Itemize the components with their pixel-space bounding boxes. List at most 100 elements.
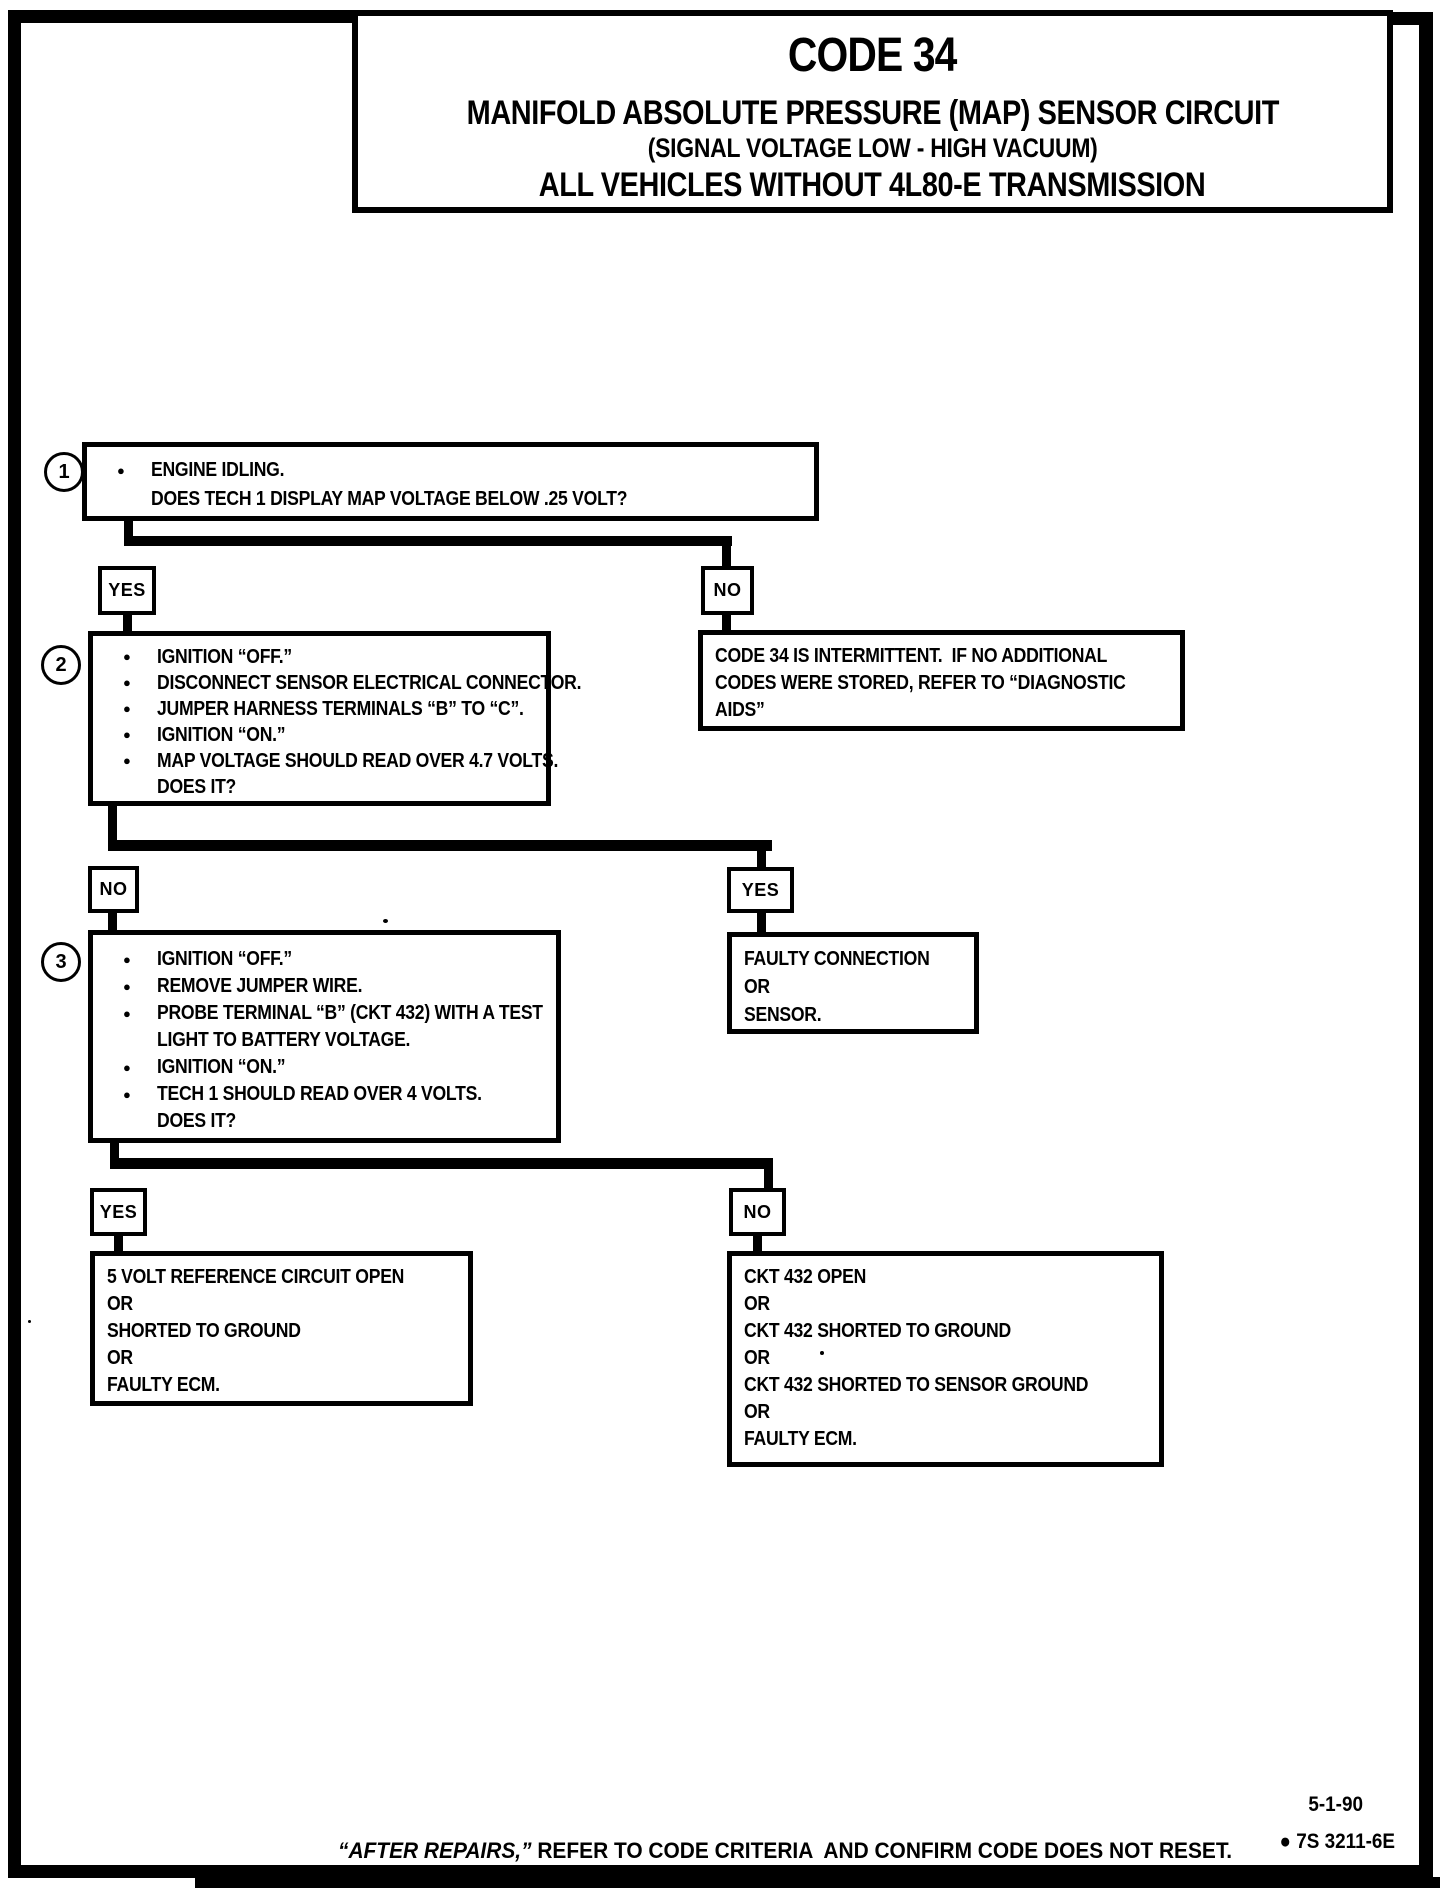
step1-box: ● ENGINE IDLING. DOES TECH 1 DISPLAY MAP … <box>82 442 819 521</box>
connector-line <box>124 536 732 546</box>
step1-number-circle: 1 <box>44 452 84 492</box>
outcome-line: OR <box>744 976 770 998</box>
step3-line: DOES IT? <box>157 1110 237 1132</box>
step2-line: IGNITION “ON.” <box>157 724 286 746</box>
connector-line <box>108 840 772 851</box>
connector-line <box>108 804 117 844</box>
step2-number-circle: 2 <box>41 645 81 685</box>
decision-yes-3: YES <box>90 1188 147 1236</box>
title-code: CODE 34 <box>788 29 957 82</box>
outcome-line: CKT 432 SHORTED TO SENSOR GROUND <box>744 1374 1089 1396</box>
step3-line: IGNITION “ON.” <box>157 1056 286 1078</box>
outcome-line: CODES WERE STORED, REFER TO “DIAGNOSTIC <box>715 672 1126 694</box>
step1-number: 1 <box>58 460 70 483</box>
outcome-line: FAULTY ECM. <box>107 1374 220 1396</box>
step3-line: REMOVE JUMPER WIRE. <box>157 975 363 997</box>
outcome-line: SHORTED TO GROUND <box>107 1320 301 1342</box>
connector-line <box>757 845 766 869</box>
bullet-icon: ● <box>123 1060 131 1075</box>
connector-line <box>110 1141 119 1167</box>
step1-line: ENGINE IDLING. <box>151 459 285 481</box>
step2-line: DISCONNECT SENSOR ELECTRICAL CONNECTOR. <box>157 672 582 694</box>
bullet-icon: ● <box>123 649 131 664</box>
outcome-ref-circuit-box: 5 VOLT REFERENCE CIRCUIT OPEN OR SHORTED… <box>90 1251 473 1406</box>
decision-no-1: NO <box>701 566 754 615</box>
step3-line: TECH 1 SHOULD READ OVER 4 VOLTS. <box>157 1083 482 1105</box>
bullet-icon: ● <box>123 701 131 716</box>
scan-artifact <box>383 919 388 923</box>
bullet-icon: ● <box>123 753 131 768</box>
decision-yes-1: YES <box>98 566 156 615</box>
bullet-spacer <box>119 1027 157 1054</box>
connector-line <box>114 1234 123 1253</box>
outcome-intermittent-box: CODE 34 IS INTERMITTENT. IF NO ADDITIONA… <box>698 630 1185 731</box>
footer-note: “AFTER REPAIRS,” REFER TO CODE CRITERIA … <box>338 1838 1232 1864</box>
scan-edge-bar <box>195 1877 1440 1888</box>
connector-line <box>764 1163 773 1189</box>
scan-artifact <box>28 1320 31 1323</box>
bullet-spacer <box>113 485 151 514</box>
outcome-line: OR <box>107 1347 133 1369</box>
step3-line: IGNITION “OFF.” <box>157 948 292 970</box>
outcome-line: 5 VOLT REFERENCE CIRCUIT OPEN <box>107 1266 405 1288</box>
title-box: CODE 34 MANIFOLD ABSOLUTE PRESSURE (MAP)… <box>352 10 1393 213</box>
scan-artifact <box>820 1351 824 1355</box>
step2-line: MAP VOLTAGE SHOULD READ OVER 4.7 VOLTS. <box>157 750 559 772</box>
connector-line <box>722 540 731 568</box>
bullet-spacer <box>119 1108 157 1135</box>
title-circuit: MANIFOLD ABSOLUTE PRESSURE (MAP) SENSOR … <box>466 93 1279 132</box>
step2-number: 2 <box>55 653 67 676</box>
page-border-right <box>1419 12 1433 1878</box>
page-border-bottom <box>8 1865 1433 1878</box>
footer-after-repairs: “AFTER REPAIRS,” <box>338 1838 532 1863</box>
outcome-line: CODE 34 IS INTERMITTENT. IF NO ADDITIONA… <box>715 645 1108 667</box>
step3-line: PROBE TERMINAL “B” (CKT 432) WITH A TEST <box>157 1002 543 1024</box>
outcome-line: OR <box>744 1293 770 1315</box>
step2-line: JUMPER HARNESS TERMINALS “B” TO “C”. <box>157 698 524 720</box>
outcome-line: SENSOR. <box>744 1004 822 1026</box>
page-border-top-left <box>8 10 355 23</box>
decision-no-3: NO <box>729 1188 786 1236</box>
outcome-line: OR <box>744 1401 770 1423</box>
outcome-line: CKT 432 SHORTED TO GROUND <box>744 1320 1011 1342</box>
connector-line <box>753 1234 762 1253</box>
title-vehicles: ALL VEHICLES WITHOUT 4L80-E TRANSMISSION <box>539 165 1206 204</box>
outcome-line: FAULTY ECM. <box>744 1428 857 1450</box>
outcome-ckt432-box: CKT 432 OPEN OR CKT 432 SHORTED TO GROUN… <box>727 1251 1164 1467</box>
bullet-icon: ● <box>123 727 131 742</box>
connector-line <box>722 613 731 632</box>
step3-line: LIGHT TO BATTERY VOLTAGE. <box>157 1029 411 1051</box>
footer-rest: REFER TO CODE CRITERIA AND CONFIRM CODE … <box>531 1838 1233 1863</box>
revision-date: 5-1-90 <box>1308 1793 1363 1816</box>
connector-line <box>123 613 132 633</box>
outcome-faulty-sensor-box: FAULTY CONNECTION OR SENSOR. <box>727 932 979 1034</box>
step3-box: ● IGNITION “OFF.” ● REMOVE JUMPER WIRE. ● P… <box>88 930 561 1143</box>
bullet-icon: ● <box>123 979 131 994</box>
connector-line <box>108 911 117 932</box>
bullet-icon: ● <box>123 1087 131 1102</box>
step2-line: DOES IT? <box>157 776 237 798</box>
bullet-icon: ● <box>123 952 131 967</box>
outcome-line: AIDS” <box>715 699 765 721</box>
outcome-line: FAULTY CONNECTION <box>744 948 930 970</box>
page-border-left <box>8 10 21 1878</box>
step3-number-circle: 3 <box>41 942 81 982</box>
outcome-line: OR <box>107 1293 133 1315</box>
connector-line <box>124 519 133 544</box>
step2-line: IGNITION “OFF.” <box>157 646 292 668</box>
connector-line <box>110 1158 773 1169</box>
step2-box: ● IGNITION “OFF.” ● DISCONNECT SENSOR ELEC… <box>88 631 581 806</box>
title-condition: (SIGNAL VOLTAGE LOW - HIGH VACUUM) <box>647 132 1098 163</box>
bullet-spacer <box>119 774 157 800</box>
outcome-line: OR <box>744 1347 770 1369</box>
document-code: ● 7S 3211-6E <box>1279 1830 1395 1853</box>
bullet-icon: ● <box>123 675 131 690</box>
step1-line: DOES TECH 1 DISPLAY MAP VOLTAGE BELOW .2… <box>151 488 628 510</box>
connector-line <box>757 911 766 934</box>
bullet-icon: ● <box>117 463 125 478</box>
step3-number: 3 <box>55 950 67 973</box>
decision-yes-2: YES <box>727 867 794 913</box>
decision-no-2: NO <box>88 866 139 913</box>
outcome-line: CKT 432 OPEN <box>744 1266 867 1288</box>
